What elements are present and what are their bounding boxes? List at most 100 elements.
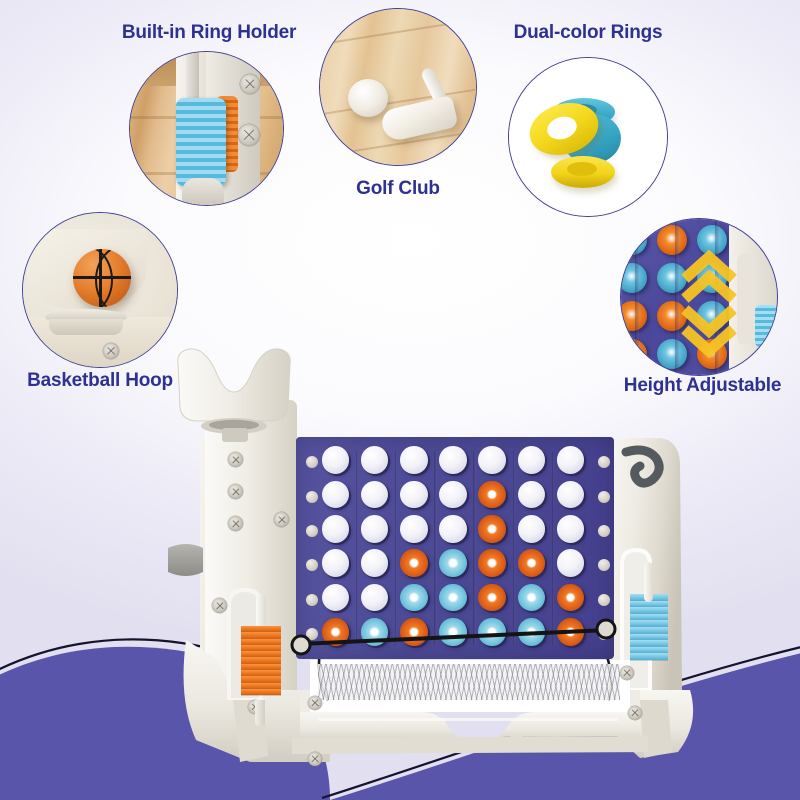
callout-circle-ring-holder [129, 51, 284, 206]
board-disc-blue [517, 618, 545, 646]
board-cell [517, 583, 547, 614]
board-disc-empty [321, 549, 350, 577]
base-rail-highlight [318, 718, 618, 721]
board-side-pin [306, 627, 318, 640]
board-cell [556, 446, 587, 476]
screw-icon [628, 706, 642, 720]
board-cell [321, 515, 352, 545]
screw-icon [212, 598, 227, 613]
right-ring-rod [644, 562, 653, 602]
stack-ring [630, 640, 668, 647]
left-ring-stack [241, 594, 281, 698]
board-side-pin [598, 627, 610, 640]
screw-icon [308, 752, 322, 766]
hoop-mount [222, 428, 248, 442]
board-cell [321, 618, 352, 648]
board-cell [517, 618, 547, 648]
callout-circle-basketball-hoop [22, 212, 178, 368]
stack-ring [630, 653, 668, 660]
board-disc-orange [556, 618, 585, 646]
board-disc-orange [556, 583, 585, 612]
board-disc-empty [360, 549, 389, 577]
board-disc-orange [321, 618, 350, 646]
screw-icon [240, 74, 260, 94]
stack-ring [241, 644, 281, 652]
board-side-pin [306, 490, 318, 503]
screw-icon [238, 124, 260, 146]
board-disc-empty [321, 480, 350, 509]
board-cell [439, 480, 469, 511]
board-column-rib [395, 451, 398, 645]
board-disc-blue [439, 618, 467, 646]
board-disc-empty [321, 515, 350, 543]
mini-board-disc [657, 339, 687, 369]
board-cell [478, 480, 508, 511]
board-cell [360, 515, 391, 545]
mini-board-disc [657, 263, 687, 293]
board-side-pin [598, 490, 610, 503]
board-cell [400, 480, 430, 511]
stack-ring [241, 632, 281, 639]
callout-label-basketball-hoop: Basketball Hoop [27, 370, 173, 391]
board-side-pin [306, 456, 318, 469]
board-cell [400, 583, 430, 614]
board-cell [556, 618, 587, 648]
screw-icon [308, 696, 322, 710]
callout-circle-golf-club [319, 8, 477, 166]
board-cell [517, 446, 547, 476]
board-cell [517, 549, 547, 579]
board-disc-orange [400, 618, 428, 646]
stack-ring [630, 600, 668, 608]
stack-ring [630, 646, 668, 654]
board-column-rib [551, 451, 555, 645]
stack-ring [241, 688, 281, 696]
board-cell [360, 480, 391, 511]
board-disc-empty [321, 446, 350, 474]
board-disc-empty [439, 515, 467, 543]
board-disc-empty [556, 446, 585, 474]
board-disc-empty [517, 446, 545, 474]
board-cell [439, 446, 469, 476]
board-cell [360, 549, 391, 579]
board-cell [556, 549, 587, 579]
stack-ring [241, 676, 281, 683]
stack-ring [630, 620, 668, 627]
board-disc-blue [439, 549, 467, 577]
mini-board-disc [657, 301, 687, 331]
stack-ring [241, 663, 281, 671]
screw-icon [228, 516, 243, 531]
golf-ball [348, 79, 388, 117]
board-cell [478, 446, 508, 476]
right-rings [630, 594, 668, 666]
board-disc-empty [360, 583, 389, 612]
board-cell [400, 549, 430, 579]
board-disc-empty [360, 515, 389, 543]
golf-club-hook [621, 445, 664, 488]
callout-label-height-adjustable: Height Adjustable [623, 375, 782, 396]
callout-circle-dual-color-rings [508, 57, 668, 217]
board-side-pin [598, 559, 610, 572]
board-side-pin [306, 559, 318, 572]
board-disc-empty [360, 480, 389, 509]
board-column-rib [434, 451, 437, 645]
mini-board-disc [621, 301, 647, 331]
basketball-backboard [177, 348, 291, 422]
board-disc-blue [478, 618, 506, 646]
board-disc-orange [478, 515, 506, 543]
left-ring-post [255, 700, 265, 726]
hoop-rim-inner [209, 419, 259, 431]
board-disc-orange [478, 549, 506, 577]
board-cell [556, 515, 587, 545]
board-disc-empty [321, 583, 350, 612]
mini-board-disc [621, 225, 647, 255]
board-cell [400, 446, 430, 476]
board-cell [439, 549, 469, 579]
board-disc-empty [478, 446, 506, 474]
board-cell [478, 515, 508, 545]
ball-collection-net [318, 664, 620, 700]
screw-icon [274, 512, 289, 527]
board-disc-empty [517, 480, 545, 509]
board-cell [478, 549, 508, 579]
mini-board-rib [715, 219, 719, 375]
